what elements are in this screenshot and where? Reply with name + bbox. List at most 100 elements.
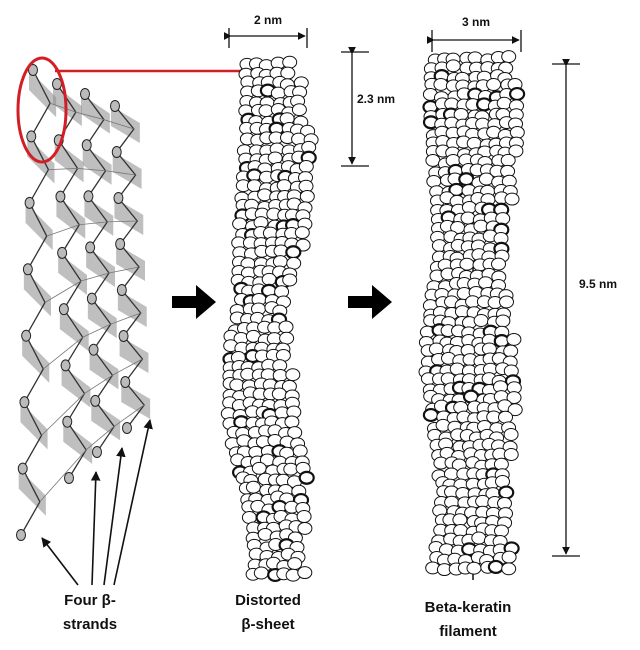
residue-sphere <box>286 246 300 258</box>
residue-sphere <box>233 218 247 230</box>
residue-sphere <box>288 558 302 570</box>
strand-atom <box>93 447 102 458</box>
distorted-beta-sheet-panel: 2 nm 2.3 nm Distorted β-sheet <box>221 13 395 633</box>
residue-sphere <box>279 321 293 333</box>
residue-sphere <box>500 296 514 308</box>
residue-sphere <box>453 514 467 526</box>
residue-sphere <box>271 87 285 99</box>
highlight-ellipse <box>18 58 66 162</box>
right-arrow-icon <box>348 285 392 319</box>
caption-filament-line1: Beta-keratin <box>425 599 512 616</box>
residue-sphere <box>434 78 448 90</box>
residue-sphere <box>502 551 516 563</box>
residue-sphere <box>467 562 481 574</box>
strand-atom <box>91 395 100 406</box>
strand-atom <box>58 247 67 258</box>
residue-sphere <box>502 563 516 575</box>
residue-sphere <box>283 274 297 286</box>
strand-atom <box>89 344 98 355</box>
residue-sphere <box>505 193 519 205</box>
dim-9-5nm <box>552 64 580 556</box>
dim-2nm <box>229 28 307 48</box>
residue-sphere <box>496 315 510 327</box>
strand-ribbon-segment <box>56 197 85 239</box>
residue-sphere <box>273 369 287 381</box>
residue-sphere <box>487 79 501 91</box>
residue-sphere <box>495 525 509 537</box>
residue-sphere <box>479 277 493 289</box>
caption-four-strands-line1: Four β- <box>64 592 116 609</box>
strand-ribbon-segment <box>26 203 53 250</box>
right-arrow-icon <box>172 285 216 319</box>
residue-sphere <box>287 257 301 269</box>
residue-sphere <box>298 522 312 534</box>
hydrogen-bond <box>40 450 86 502</box>
residue-sphere <box>254 567 268 579</box>
residue-sphere <box>472 532 486 544</box>
residue-sphere <box>295 227 309 239</box>
residue-sphere <box>262 273 276 285</box>
residue-sphere <box>246 481 260 493</box>
strand-atom <box>86 242 95 253</box>
strand-atom <box>23 264 32 275</box>
strand-atom <box>112 147 121 158</box>
residue-sphere <box>510 126 524 138</box>
filament-spheres <box>419 51 524 576</box>
residue-sphere <box>499 487 513 499</box>
strand-ribbon-segment <box>29 70 56 117</box>
label-sheet-width: 2 nm <box>254 13 282 27</box>
residue-sphere <box>502 51 516 63</box>
residue-sphere <box>489 561 503 573</box>
caption-filament-line2: filament <box>439 623 497 640</box>
residue-sphere <box>272 388 286 400</box>
residue-sphere <box>497 97 511 109</box>
strand-atom <box>61 360 70 371</box>
residue-sphere <box>504 449 518 461</box>
strand-atom <box>116 239 125 250</box>
strand-atom <box>25 197 34 208</box>
strand-atom <box>117 285 126 296</box>
residue-sphere <box>298 567 312 579</box>
residue-sphere <box>286 369 300 381</box>
residue-sphere <box>280 332 294 344</box>
label-filament-height: 9.5 nm <box>579 277 617 291</box>
strand-ribbon-segment <box>19 469 46 516</box>
strand-atom <box>84 191 93 202</box>
hydrogen-bond <box>42 394 85 436</box>
hydrogen-bond <box>45 281 81 303</box>
residue-sphere <box>504 429 518 441</box>
residue-sphere <box>258 189 272 201</box>
strand-atom <box>22 330 31 341</box>
hydrogen-bond <box>112 359 142 375</box>
strand-atom <box>63 416 72 427</box>
label-sheet-height: 2.3 nm <box>357 92 395 106</box>
residue-sphere <box>507 333 521 345</box>
label-filament-width: 3 nm <box>462 15 490 29</box>
residue-sphere <box>300 472 314 484</box>
residue-sphere <box>252 462 266 474</box>
residue-sphere <box>424 409 438 421</box>
residue-sphere <box>504 345 518 357</box>
strand-atom <box>59 304 68 315</box>
residue-sphere <box>299 161 313 173</box>
strand-ribbon-segment <box>20 402 47 449</box>
strand-ribbon-segment <box>63 422 92 464</box>
four-beta-strands-panel: Four β- strands <box>17 58 253 633</box>
strand-atom <box>121 377 130 388</box>
strand-ribbon-segment <box>22 336 49 383</box>
strand-ribbon-segment <box>24 269 51 316</box>
strand-atom <box>56 191 65 202</box>
residue-sphere <box>474 315 488 327</box>
dim-2-3nm <box>341 52 369 166</box>
residue-sphere <box>429 343 443 355</box>
residue-sphere <box>461 212 475 224</box>
strand-pointer-arrows <box>42 420 150 585</box>
strand-ribbon-segment <box>60 309 89 351</box>
caption-sheet-line2: β-sheet <box>241 616 294 633</box>
strand-atom <box>111 101 120 112</box>
residue-sphere <box>283 56 297 68</box>
residue-sphere <box>426 154 440 166</box>
residue-sphere <box>292 104 306 116</box>
strand-ribbon-segment <box>53 84 82 126</box>
